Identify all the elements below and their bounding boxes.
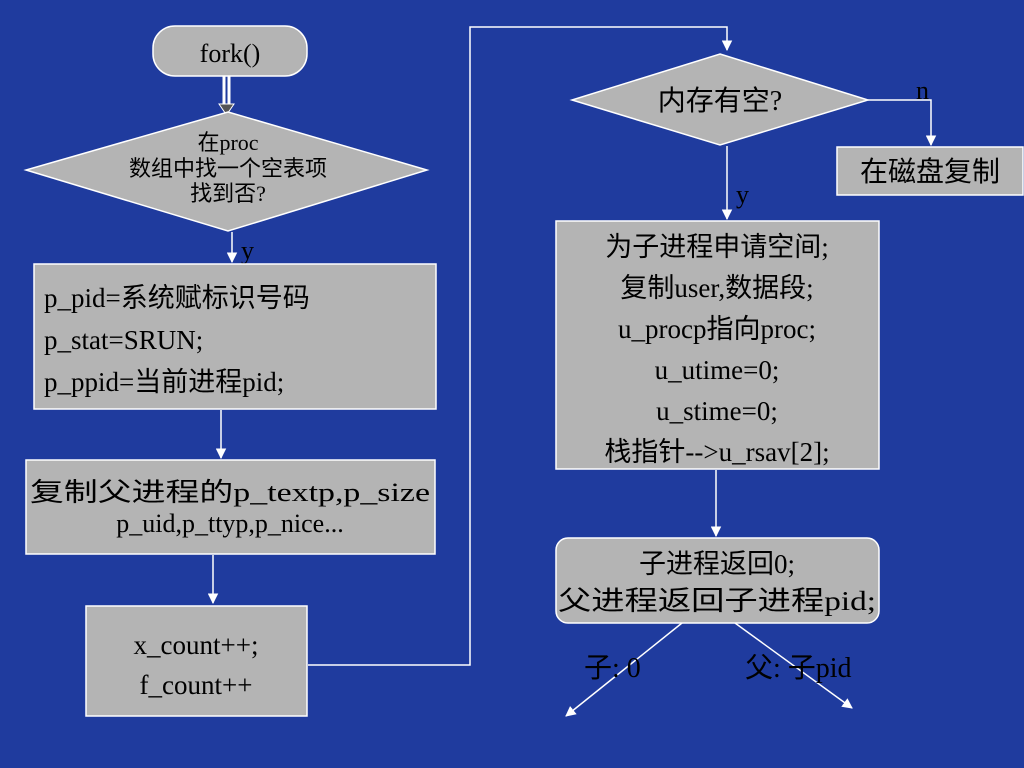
alloc-space-line-2: 复制user,数据段; (620, 273, 813, 303)
alloc-space-line-5: u_stime=0; (656, 396, 778, 426)
node-count: x_count++; f_count++ (85, 605, 308, 717)
return-values-line-1: 子进程返回0; (639, 549, 795, 579)
node-return-values: 子进程返回0; 父进程返回子进程pid; (555, 537, 880, 624)
copy-parent-line-1: 复制父进程的p_textp,p_size (30, 478, 430, 507)
memory-check-label: 内存有空? (658, 85, 782, 117)
edge-label-memory-no: n (916, 76, 929, 105)
edge-label-memory-yes: y (736, 180, 749, 209)
node-fork-label: fork() (200, 39, 261, 68)
alloc-space-line-1: 为子进程申请空间; (605, 232, 829, 262)
node-fork: fork() (152, 25, 308, 77)
set-pid-line-3: p_ppid=当前进程pid; (44, 367, 284, 397)
copy-parent-line-2: p_uid,p_ttyp,p_nice... (116, 509, 343, 538)
set-pid-line-1: p_pid=系统赋标识号码 (44, 283, 310, 313)
count-line-1: x_count++; (134, 630, 259, 660)
disk-copy-label: 在磁盘复制 (860, 156, 1000, 188)
find-proc-line-2: 数组中找一个空表项 (129, 156, 327, 181)
edge-fork-to-find (218, 76, 235, 116)
node-disk-copy: 在磁盘复制 (836, 146, 1024, 196)
edge-memory-no (868, 99, 937, 147)
count-line-2: f_count++ (140, 670, 253, 700)
edge-child-return (565, 622, 683, 717)
alloc-space-line-6: 栈指针-->u_rsav[2]; (604, 437, 829, 467)
find-proc-line-3: 找到否? (190, 181, 266, 206)
find-proc-line-1: 在proc (197, 130, 258, 155)
node-set-pid: p_pid=系统赋标识号码 p_stat=SRUN; p_ppid=当前进程pi… (33, 263, 437, 410)
edge-count-to-memory (308, 26, 733, 666)
alloc-space-line-4: u_utime=0; (655, 355, 780, 385)
alloc-space-line-3: u_procp指向proc; (618, 314, 816, 344)
edge-label-child-return: 子: 0 (584, 653, 641, 684)
set-pid-line-2: p_stat=SRUN; (44, 325, 203, 355)
node-find-proc-slot: 在proc 数组中找一个空表项 找到否? (23, 111, 430, 232)
edge-label-proc-yes: y (241, 236, 254, 265)
node-alloc-space: 为子进程申请空间; 复制user,数据段; u_procp指向proc; u_u… (555, 220, 880, 470)
edge-parent-return (734, 622, 853, 709)
node-copy-parent: 复制父进程的p_textp,p_size p_uid,p_ttyp,p_nice… (25, 459, 436, 555)
return-values-line-2: 父进程返回子进程pid; (558, 586, 876, 616)
node-memory-check: 内存有空? (569, 53, 871, 146)
edge-label-parent-return: 父: 子pid (745, 653, 852, 684)
